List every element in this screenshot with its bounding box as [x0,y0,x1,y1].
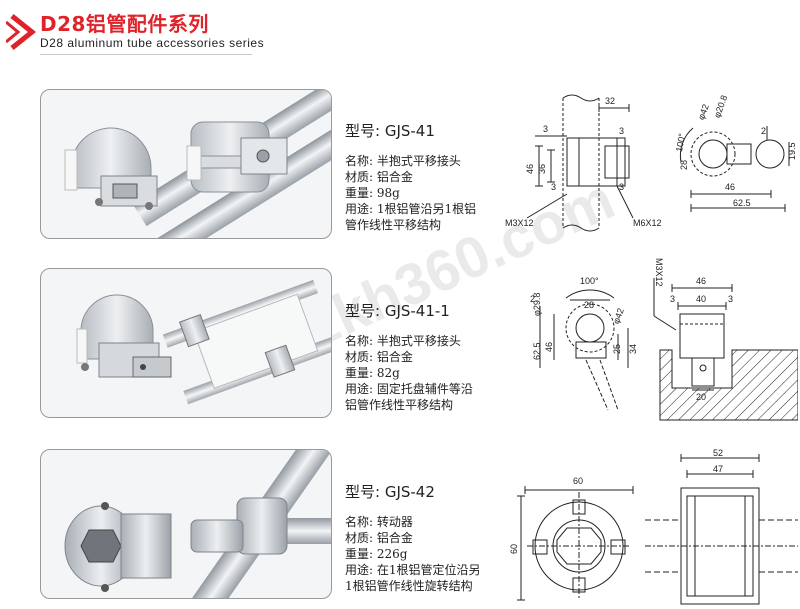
dim-text: φ29.8 [532,293,542,316]
dim-text: M6X12 [633,218,662,228]
dim-text: 60 [509,544,519,554]
dim-text: 40 [696,294,706,304]
dim-text: φ42 [611,307,626,325]
name-label: 名称: 半抱式平移接头 [345,334,461,348]
model-label: 型号: GJS-41-1 [345,302,450,320]
dim-text: 19.5 [787,142,797,160]
page-title: D28铝管配件系列 [40,12,209,36]
dim-text: 2 [530,294,535,304]
dim-text: 47 [713,464,723,474]
drawing-gjs-41-1: 100° φ29.8 28 φ42 46 62.5 25 34 2 M3X12 … [530,258,798,421]
header-divider [40,54,252,55]
weight-label: 重量: 82g [345,366,400,380]
dim-text: 100° [674,132,687,152]
dim-text: 60 [573,476,583,486]
dim-text: 36 [537,164,547,174]
dim-text: 3 [551,182,556,192]
dim-text: 32 [605,96,615,106]
dim-text: 100° [580,276,599,286]
product-photo-gjs-42 [40,449,332,599]
drawing-gjs-42: 60 60 52 47 [509,448,798,605]
name-label: 名称: 半抱式平移接头 [345,154,461,168]
dim-text: 46 [725,182,735,192]
drawing-gjs-41: 32 46 36 3 3 3 3 M3X12 M6X12 φ20.8 φ42 1… [505,94,797,232]
dim-text: 46 [525,164,535,174]
dim-text: 3 [728,294,733,304]
weight-label: 重量: 98g [345,186,400,200]
dim-text: 46 [544,342,554,352]
dim-text: 25 [612,344,622,354]
dim-text: M3X12 [654,258,664,287]
usage-label-cont: 铝管作线性平移结构 [345,398,454,412]
dim-text: 28 [679,160,689,170]
dim-text: φ20.8 [712,94,729,119]
dim-text: 52 [713,448,723,458]
spec-gjs-41: 型号: GJS-41 名称: 半抱式平移接头 材质: 铝合金 重量: 98g 用… [345,120,525,233]
dim-text: 3 [670,294,675,304]
material-label: 材质: 铝合金 [345,170,413,184]
weight-label: 重量: 226g [345,547,408,561]
model-label: 型号: GJS-42 [345,483,435,501]
name-label: 名称: 转动器 [345,515,413,529]
chevron-logo-icon [6,14,37,50]
dim-text: 3 [619,126,624,136]
material-label: 材质: 铝合金 [345,531,413,545]
product-photo-gjs-41-1 [40,268,332,418]
usage-label: 用途: 1根铝管沿另1根铝 [345,202,477,216]
dim-text: φ42 [696,103,711,121]
dim-text: 3 [619,182,624,192]
model-label: 型号: GJS-41 [345,122,435,140]
usage-label: 用途: 固定托盘辅件等沿 [345,382,473,396]
dim-text: 46 [696,276,706,286]
usage-label: 用途: 在1根铝管定位沿另 [345,563,481,577]
page-subtitle: D28 aluminum tube accessories series [40,36,265,50]
dim-text: 3 [543,124,548,134]
dim-text: 62.5 [733,198,751,208]
dim-text: 34 [628,344,638,354]
product-photo-gjs-41 [40,89,332,239]
spec-gjs-42: 型号: GJS-42 名称: 转动器 材质: 铝合金 重量: 226g 用途: … [345,481,525,594]
dim-text: M3X12 [505,218,534,228]
dim-text: 62.5 [532,342,542,360]
dim-text: 28 [584,300,594,310]
usage-label-cont: 管作线性平移结构 [345,218,442,232]
dim-text: 20 [696,392,706,402]
usage-label-cont: 1根铝管作线性旋转结构 [345,579,473,593]
material-label: 材质: 铝合金 [345,350,413,364]
spec-gjs-41-1: 型号: GJS-41-1 名称: 半抱式平移接头 材质: 铝合金 重量: 82g… [345,300,525,413]
dim-text: 2 [761,126,766,136]
